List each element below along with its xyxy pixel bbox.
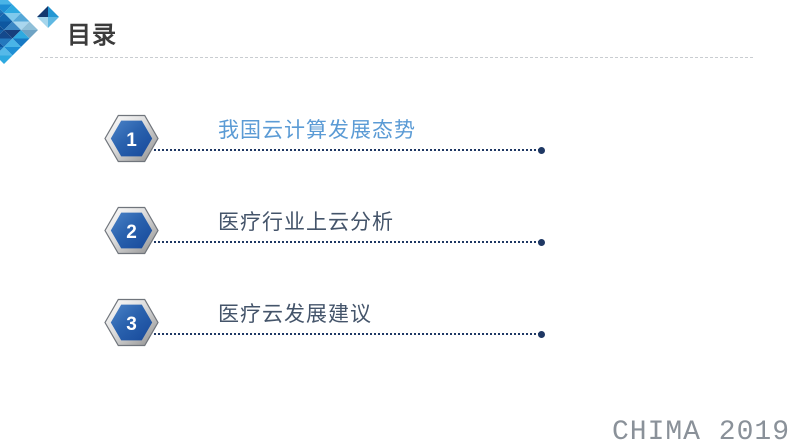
badge-number: 1: [126, 130, 137, 151]
hexagon-badge: 2: [104, 206, 159, 255]
leader-end-dot: [538, 146, 545, 154]
logo-mosaic-icon: [0, 0, 59, 64]
leader-end-dot: [538, 330, 545, 338]
toc-label: 医疗云发展建议: [218, 303, 372, 326]
logo-diamond-icon: [37, 6, 59, 28]
dotted-leader: [154, 330, 545, 338]
toc-label: 医疗行业上云分析: [218, 211, 394, 234]
toc-label: 我国云计算发展态势: [218, 119, 416, 142]
hexagon-badge: 1: [104, 114, 159, 163]
hexagon-badge: 3: [104, 298, 159, 347]
badge-number: 2: [126, 222, 137, 243]
dotted-leader: [154, 238, 545, 246]
badge-number: 3: [126, 314, 137, 335]
title-divider: [40, 57, 753, 58]
dotted-leader: [154, 146, 545, 154]
logo-big-diamond: [0, 0, 38, 64]
toc-item-2[interactable]: 2 医疗行业上云分析: [104, 204, 545, 262]
page-title: 目录: [67, 22, 117, 49]
toc-item-1[interactable]: 1 我国云计算发展态势: [104, 112, 545, 170]
toc-item-3[interactable]: 3 医疗云发展建议: [104, 296, 545, 354]
leader-end-dot: [538, 238, 545, 246]
footer-brand: CHIMA 2019: [611, 417, 790, 446]
